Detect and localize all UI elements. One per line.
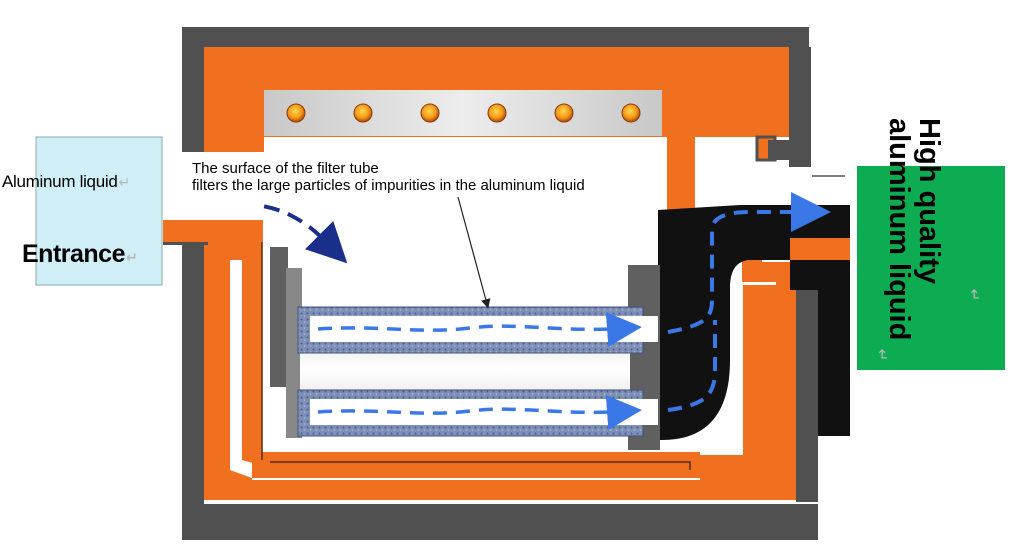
- annotation-line-1: The surface of the filter tube: [192, 160, 379, 177]
- heating-element: [420, 103, 440, 123]
- filter-tubes: [297, 306, 658, 437]
- outlet-chamber: [658, 205, 850, 440]
- outer-frame: [182, 27, 818, 540]
- filter-tube: [297, 306, 658, 354]
- heating-elements: [286, 103, 641, 123]
- tube-flow-arrow: [317, 312, 642, 347]
- outlet-channel: [790, 238, 850, 260]
- tube-flow-arrow: [317, 395, 642, 430]
- entrance-label: Entrance↵: [22, 240, 138, 268]
- heating-element: [286, 103, 306, 123]
- furnace-body: [204, 137, 796, 500]
- inlet-box: [35, 136, 163, 286]
- heating-element: [353, 103, 373, 123]
- outlet-flow-arrow: [667, 192, 831, 334]
- annotation-pointer: [457, 196, 491, 309]
- annotation-line-2: filters the large particles of impuritie…: [192, 177, 585, 194]
- inlet-label: Aluminum liquid↵: [2, 172, 130, 191]
- return-mark-2: ↵: [873, 348, 891, 362]
- heater-strip: [264, 90, 662, 136]
- inlet-channel: [163, 220, 263, 242]
- heating-element: [621, 103, 641, 123]
- filter-tube: [297, 389, 658, 437]
- outlet-box: [857, 166, 1005, 370]
- heating-element: [554, 103, 574, 123]
- heating-element: [487, 103, 507, 123]
- return-mark-1: ↵: [965, 288, 983, 302]
- filter-plate-left: [270, 247, 288, 387]
